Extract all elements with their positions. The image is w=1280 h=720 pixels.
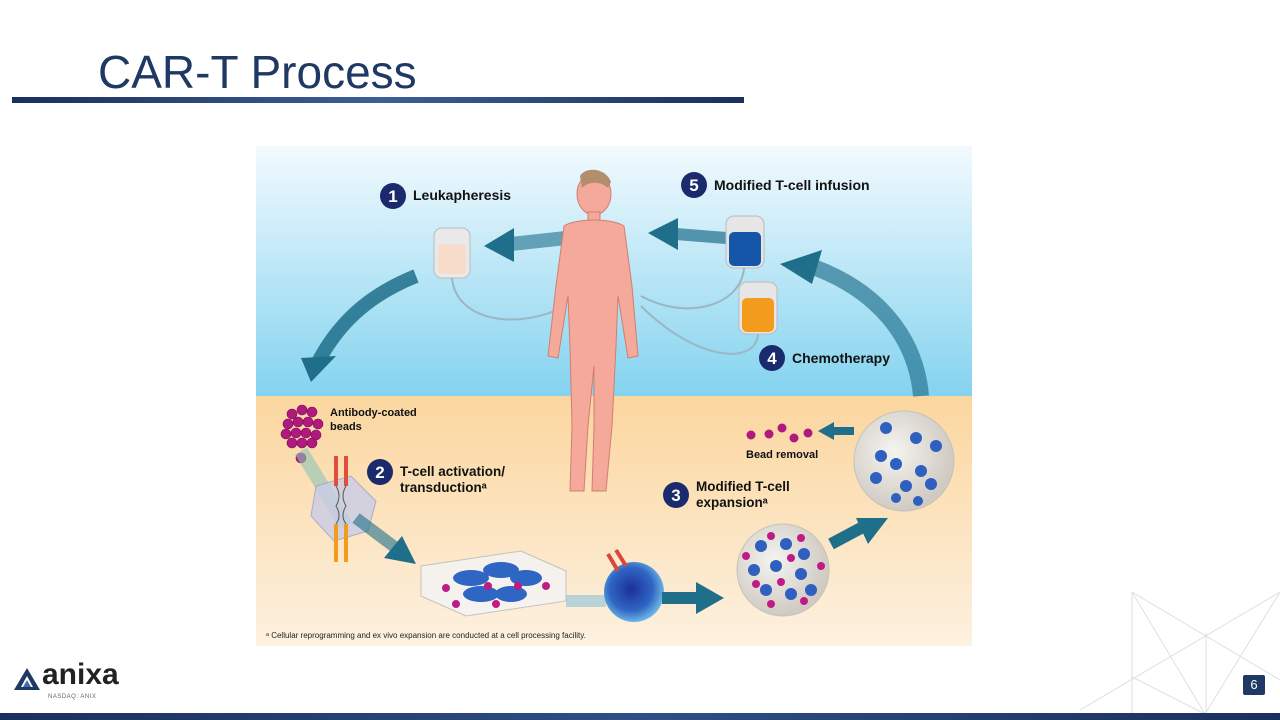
step-4: 4 Chemotherapy (759, 345, 890, 371)
arrow-head-left-down (301, 356, 336, 382)
step-1-label: Leukapheresis (413, 187, 511, 203)
footer-bar (0, 713, 1280, 720)
figure-footnote: ᵃ Cellular reprogramming and ex vivo exp… (266, 631, 586, 640)
arrow-head-to-body (648, 218, 678, 250)
arrow-from-infusion-bag (675, 228, 727, 244)
arrow-to-activation (309, 269, 419, 370)
title-underline (12, 97, 744, 103)
slide-title: CAR-T Process (98, 46, 417, 98)
anixa-logo[interactable]: anixa NASDAQ: ANIX (14, 658, 134, 704)
arrow-head-to-infusion (780, 250, 822, 284)
modified-t-cell (566, 548, 724, 622)
step-3-label-line1: Modified T-cell (696, 479, 790, 494)
arrow-from-body-to-bag (510, 231, 567, 251)
step-5: 5 Modified T-cell infusion (681, 172, 870, 198)
car-receptor-diagram (294, 447, 416, 564)
expansion-sphere (736, 518, 888, 617)
arrow-head-to-leuka-bag (484, 228, 514, 262)
step-4-label: Chemotherapy (792, 350, 890, 366)
page-number-badge: 6 (1243, 675, 1265, 695)
anixa-logo-mark-icon (14, 668, 40, 690)
step-1-number: 1 (388, 187, 397, 206)
step-5-label: Modified T-cell infusion (714, 177, 870, 193)
step-3-label-line2: expansionᵃ (696, 495, 769, 510)
bead-removal-sphere (818, 410, 955, 512)
step-3: 3 Modified T-cell expansionᵃ (663, 479, 790, 510)
logo-ticker: NASDAQ: ANIX (48, 694, 97, 700)
logo-wordmark: anixa (42, 658, 119, 691)
patient-figure (547, 169, 639, 492)
step-2-number: 2 (375, 463, 384, 482)
step-2-label-line2: transductionᵃ (400, 480, 488, 495)
infusion-bag (640, 215, 765, 310)
step-2: 2 T-cell activation/ transductionᵃ (367, 459, 505, 495)
beads-label-line1: Antibody-coated (330, 407, 417, 419)
car-t-process-diagram: 1 Leukapheresis 5 Modified T-cell infusi… (256, 146, 972, 646)
step-2-label-line1: T-cell activation/ (400, 464, 505, 479)
step-5-number: 5 (689, 176, 698, 195)
leukapheresis-bag (433, 227, 567, 321)
removed-beads (746, 423, 813, 443)
bead-removal-label: Bead removal (746, 449, 818, 461)
chemotherapy-bag (640, 281, 778, 355)
arrow-expansion-to-infusion (813, 260, 929, 397)
step-1: 1 Leukapheresis (380, 183, 511, 209)
beads-label-line2: beads (330, 421, 362, 433)
decorative-geometric-lines (1080, 591, 1280, 714)
step-4-number: 4 (767, 349, 777, 368)
step-3-number: 3 (671, 486, 680, 505)
culture-flask (420, 550, 567, 617)
